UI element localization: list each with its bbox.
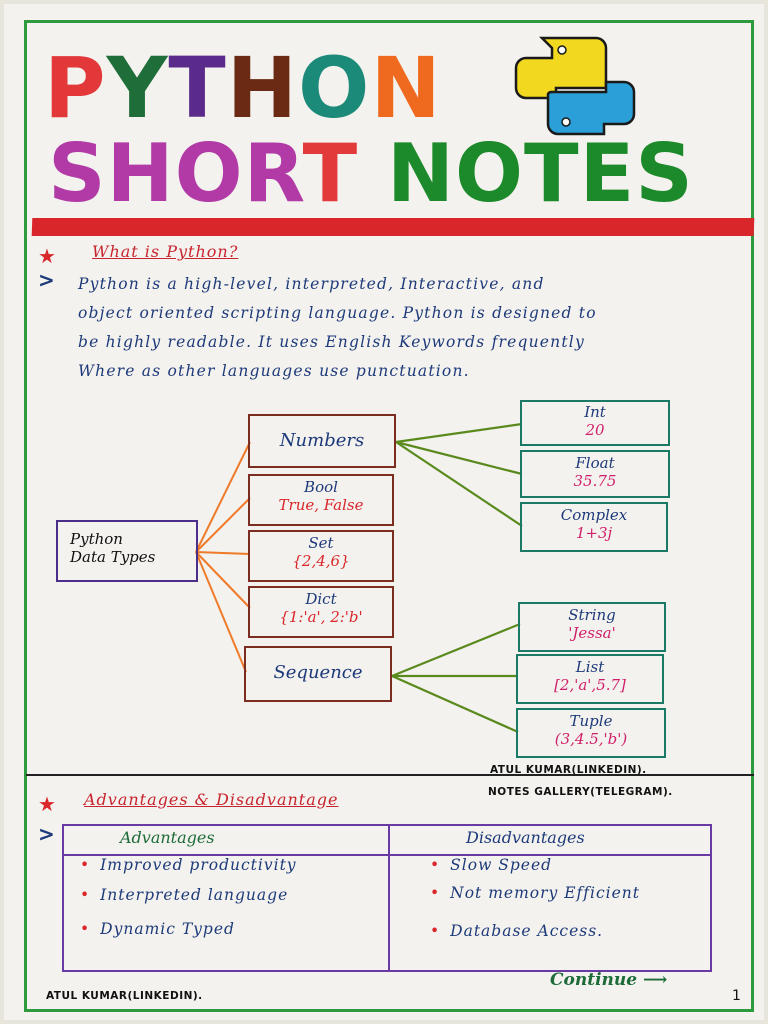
advantage-item: • Dynamic Typed (80, 920, 235, 938)
title1-letter: N (370, 39, 442, 137)
advantages-table: Advantages Disadvantages • Improved produ… (62, 824, 712, 972)
paragraph-line: object oriented scripting language. Pyth… (78, 304, 597, 322)
type-label: Dict (305, 590, 337, 608)
title1-letter: O (298, 39, 371, 137)
bullet-icon: • (80, 886, 91, 904)
advantages-header: Advantages (120, 828, 215, 847)
bullet-icon: • (430, 922, 441, 940)
section-heading-what-is-python: What is Python? (92, 242, 239, 261)
arrow-bullet-icon: > (38, 268, 55, 292)
bullet-icon: • (80, 856, 91, 874)
table-column-divider (388, 826, 390, 972)
title2-letter: S (635, 127, 694, 220)
star-icon: ★ (38, 244, 56, 268)
page-border (24, 20, 754, 1012)
subtype-label: Complex (560, 506, 628, 524)
subtype-label: List (575, 658, 605, 676)
credit-linkedin: ATUL KUMAR(LINKEDIN). (490, 764, 647, 776)
title2-letter: O (455, 127, 525, 220)
title2-letter: T (302, 127, 359, 220)
type-example: {1:'a', 2:'b' (279, 608, 363, 626)
disadvantage-text: Slow Speed (450, 856, 553, 874)
title1-letter: P (44, 39, 107, 137)
disadvantages-header: Disadvantages (466, 828, 585, 847)
subtype-box-complex: Complex 1+3j (520, 502, 668, 552)
subtype-box-list: List [2,'a',5.7] (516, 654, 664, 704)
subtype-example: 'Jessa' (568, 624, 616, 642)
subtype-example: 1+3j (575, 524, 613, 542)
diagram-connectors (195, 422, 523, 734)
type-label: Numbers (279, 430, 365, 451)
disadvantage-item: • Not memory Efficient (430, 884, 640, 902)
type-box-numbers: Numbers (248, 414, 396, 468)
title2-letter: E (579, 127, 636, 220)
subtype-label: Float (575, 454, 615, 472)
paragraph-line: Python is a high-level, interpreted, Int… (78, 275, 545, 293)
bullet-icon: • (80, 920, 91, 938)
subtype-box-int: Int 20 (520, 400, 670, 446)
subtype-box-float: Float 35.75 (520, 450, 670, 498)
advantage-text: Interpreted language (100, 886, 289, 904)
paragraph-line: be highly readable. It uses English Keyw… (78, 333, 585, 351)
table-header-divider (64, 854, 710, 856)
advantage-item: • Interpreted language (80, 886, 288, 904)
title2-letter: O (174, 127, 244, 220)
python-logo-icon (514, 36, 636, 136)
type-label: Bool (304, 478, 338, 496)
title1-letter: H (226, 39, 299, 137)
type-example: True, False (278, 496, 364, 514)
bullet-icon: • (430, 884, 441, 902)
disadvantage-text: Database Access. (450, 922, 604, 940)
advantage-item: • Improved productivity (80, 856, 297, 874)
title2-letter: T (524, 127, 580, 220)
subtype-label: Tuple (569, 712, 613, 730)
bullet-icon: • (430, 856, 441, 874)
type-box-bool: Bool True, False (248, 474, 394, 526)
subtype-box-string: String 'Jessa' (518, 602, 666, 652)
title2-letter: S (48, 127, 107, 220)
page-number: 1 (732, 988, 741, 1004)
type-box-dict: Dict {1:'a', 2:'b' (248, 586, 394, 638)
paragraph-line: Where as other languages use punctuation… (78, 362, 470, 380)
root-line-2: Data Types (70, 548, 156, 566)
subtype-example: 35.75 (573, 472, 617, 490)
type-label: Set (308, 534, 334, 552)
intro-paragraph: Python is a high-level, interpreted, Int… (78, 270, 728, 386)
advantage-text: Dynamic Typed (100, 920, 235, 938)
disadvantage-item: • Slow Speed (430, 856, 552, 874)
credit-telegram: NOTES GALLERY(TELEGRAM). (488, 786, 673, 798)
star-icon: ★ (38, 792, 56, 816)
subtype-label: Int (584, 403, 606, 421)
subtype-box-tuple: Tuple (3,4.5,'b') (516, 708, 666, 758)
disadvantage-text: Not memory Efficient (450, 884, 640, 902)
continue-text: Continue (550, 970, 638, 990)
root-line-1: Python (70, 530, 123, 548)
title1-letter: Y (106, 39, 169, 137)
subtype-example: 20 (585, 421, 605, 439)
section-divider (26, 774, 754, 776)
type-box-sequence: Sequence (244, 646, 392, 702)
title-line-1: PYTHON (44, 46, 442, 130)
type-example: {2,4,6} (292, 552, 350, 570)
section-heading-advantages: Advantages & Disadvantage (84, 790, 339, 809)
title2-letter: R (243, 127, 303, 220)
diagram-root-python-data-types: Python Data Types (56, 520, 198, 582)
title-line-2: SHORT NOTES (48, 134, 694, 214)
type-box-set: Set {2,4,6} (248, 530, 394, 582)
subtype-example: (3,4.5,'b') (554, 730, 628, 748)
continue-label: Continue ⟶ (550, 970, 667, 990)
type-label: Sequence (273, 662, 363, 683)
arrow-bullet-icon: > (38, 822, 55, 846)
subtype-example: [2,'a',5.7] (554, 676, 626, 694)
title2-letter: H (106, 127, 175, 220)
arrow-right-icon: ⟶ (643, 970, 668, 990)
notes-page: PYTHON SHORT NOTES ★ What is Python? > P… (4, 4, 764, 1020)
advantage-text: Improved productivity (100, 856, 297, 874)
title2-letter: N (387, 127, 455, 220)
title1-letter: T (168, 39, 227, 137)
subtype-label: String (568, 606, 616, 624)
footer-author: ATUL KUMAR(LINKEDIN). (46, 990, 203, 1002)
disadvantage-item: • Database Access. (430, 922, 603, 940)
